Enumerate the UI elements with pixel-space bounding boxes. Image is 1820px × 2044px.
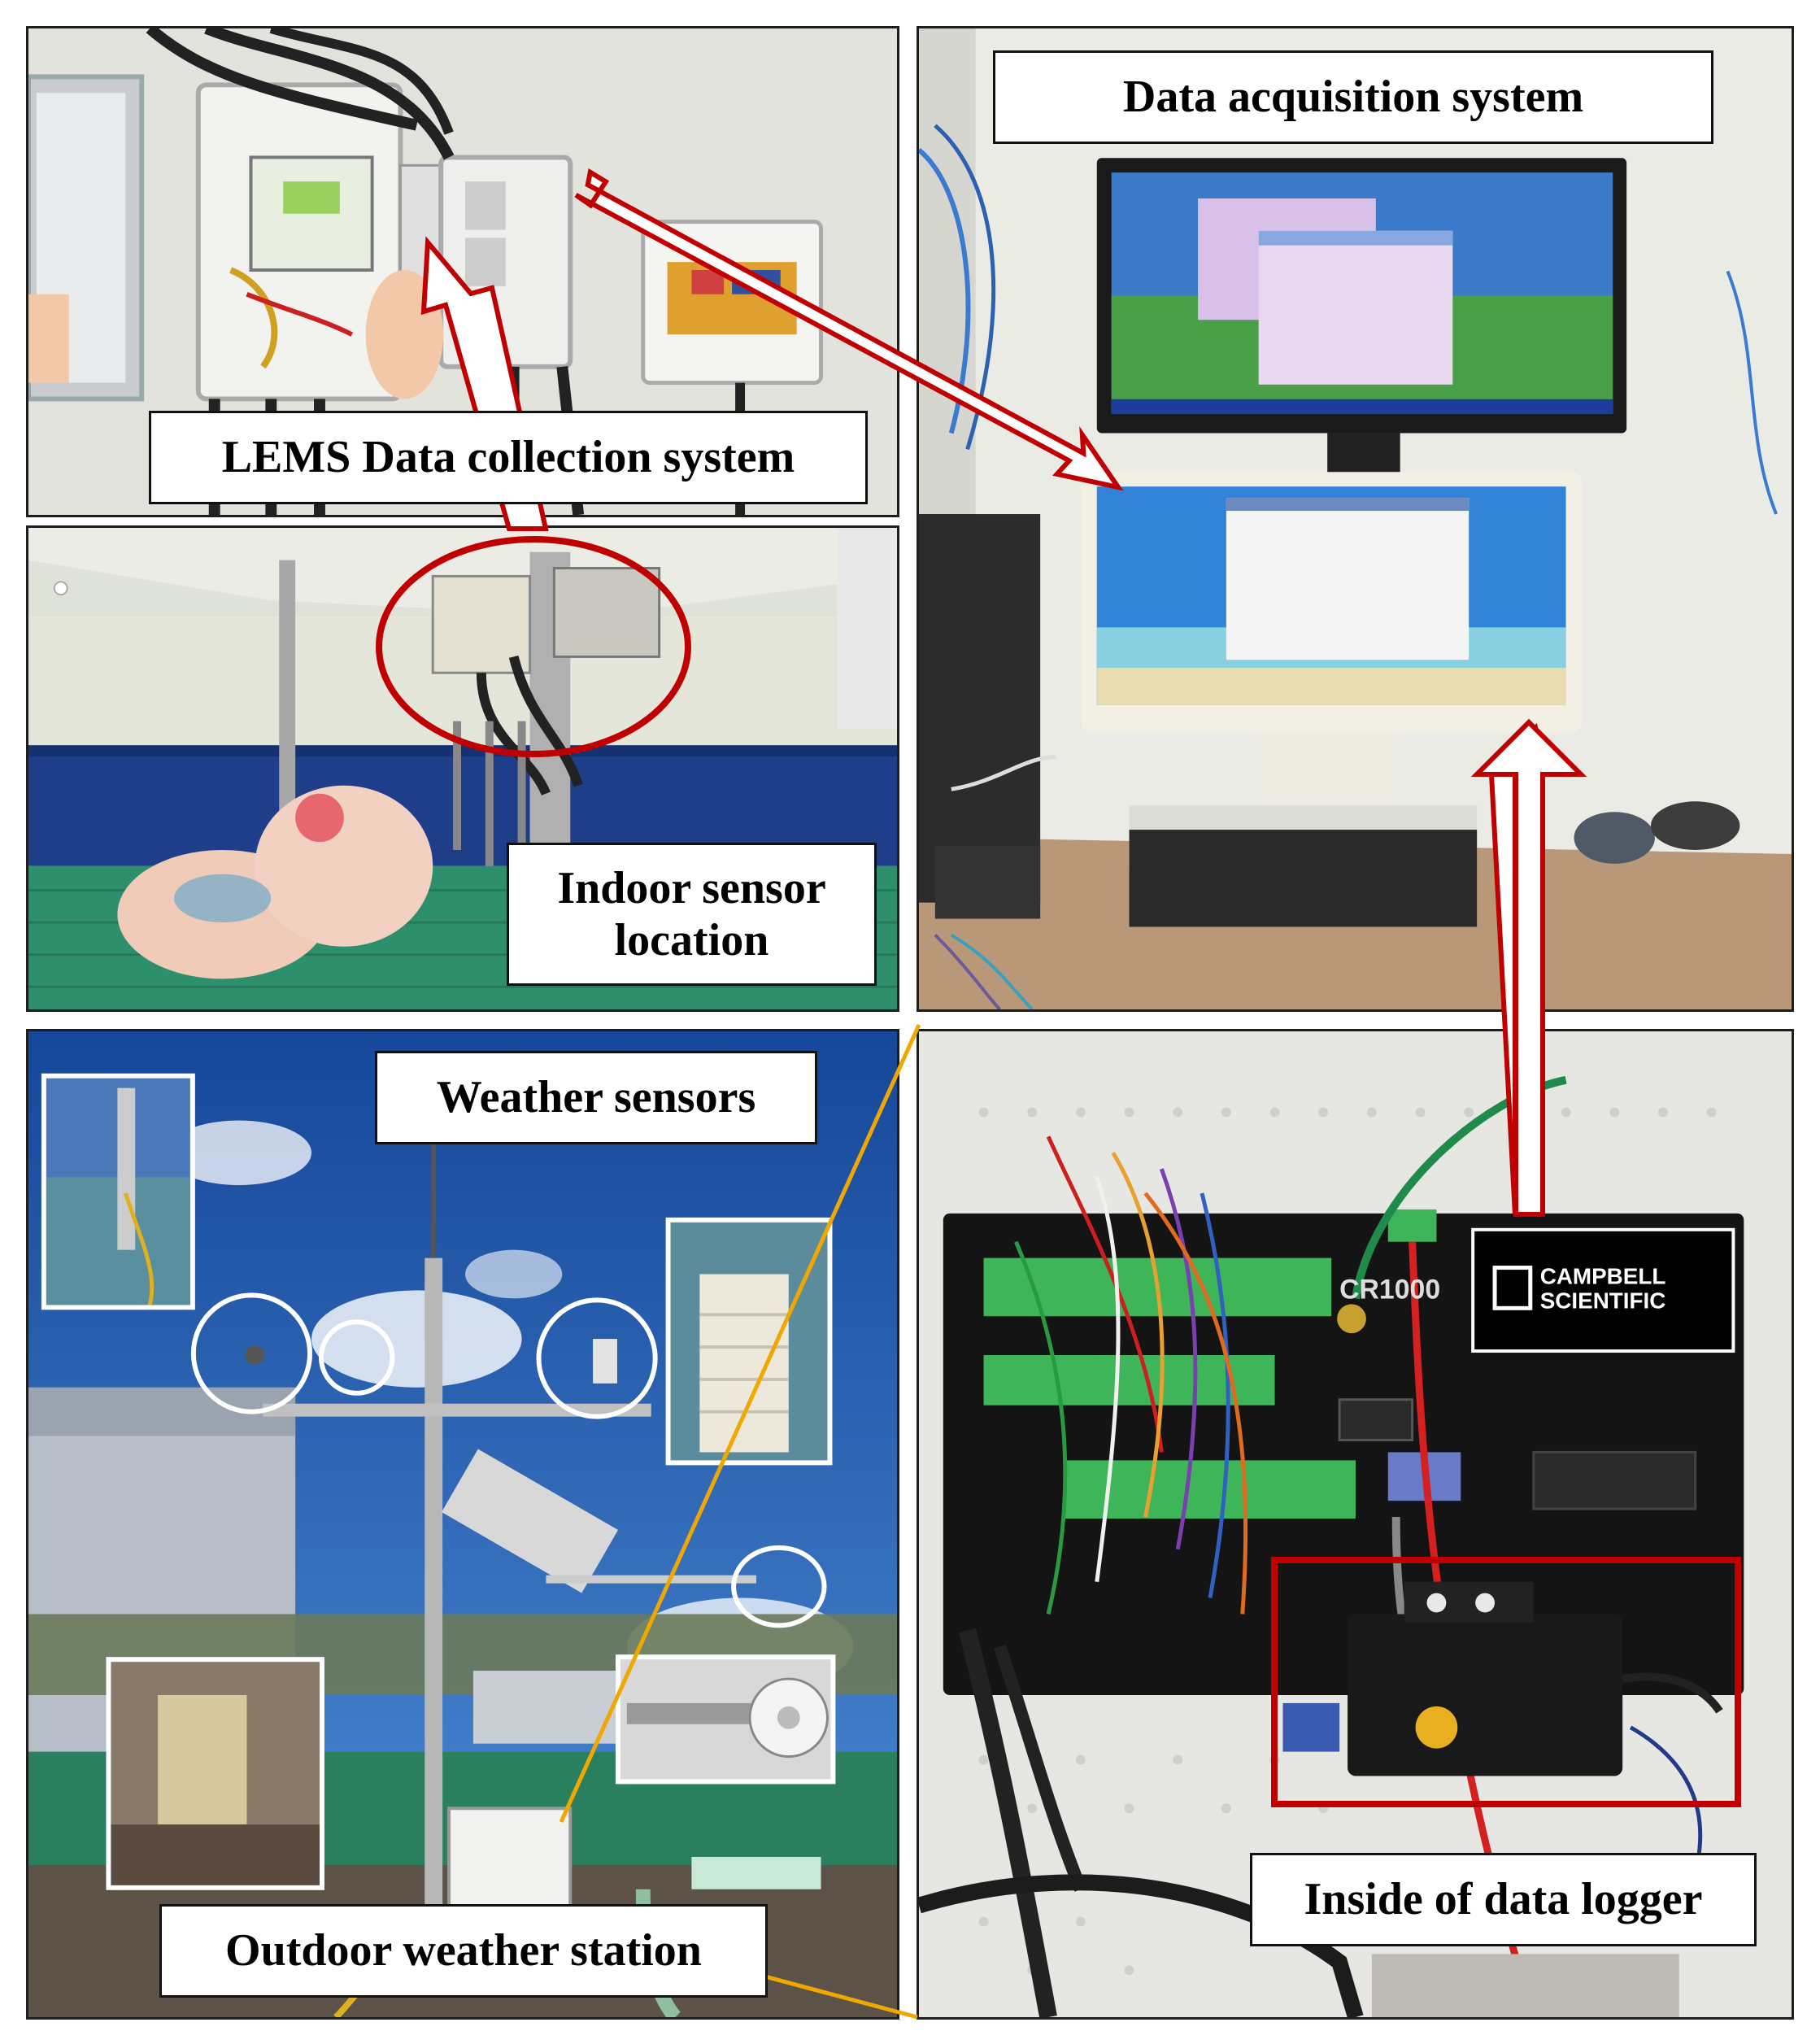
label-indoor-sensor-location: Indoor sensor location <box>507 843 877 986</box>
label-outdoor-text: Outdoor weather station <box>225 1925 702 1976</box>
daq-photo <box>919 28 1792 1009</box>
cr1000-model-text: CR1000 <box>1339 1274 1440 1305</box>
label-inside-of-data-logger: Inside of data logger <box>1250 1853 1757 1946</box>
daq-photo-panel <box>917 26 1794 1012</box>
campbell-logo-line1: CAMPBELL <box>1540 1263 1666 1288</box>
label-outdoor-weather-station: Outdoor weather station <box>159 1904 768 1998</box>
label-indoor-line1: Indoor sensor <box>557 862 826 913</box>
label-weather-text: Weather sensors <box>436 1072 756 1123</box>
label-logger-text: Inside of data logger <box>1304 1874 1703 1925</box>
outdoor-photo-panel <box>26 1029 899 2020</box>
campbell-logo-line2: SCIENTIFIC <box>1540 1288 1666 1313</box>
label-data-acquisition-system: Data acquisition system <box>993 50 1713 144</box>
outdoor-photo <box>28 1031 897 2017</box>
label-weather-sensors: Weather sensors <box>375 1051 817 1144</box>
label-indoor-line2: location <box>614 915 769 965</box>
label-daq-text: Data acquisition system <box>1122 72 1584 123</box>
label-lems-data-collection-system: LEMS Data collection system <box>149 411 868 504</box>
label-lems-text: LEMS Data collection system <box>221 432 795 483</box>
